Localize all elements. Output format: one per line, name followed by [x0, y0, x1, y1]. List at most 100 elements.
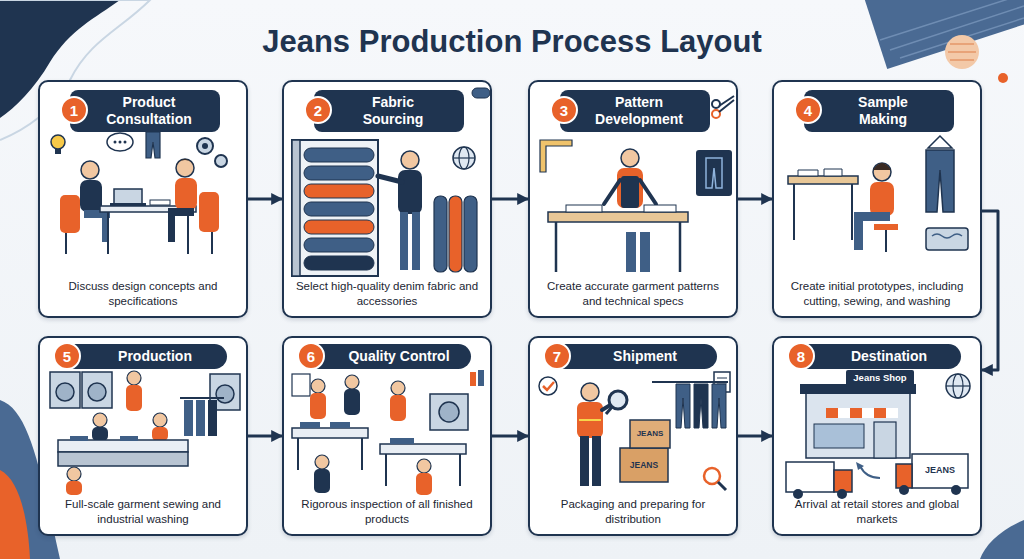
step-number: 7 — [553, 348, 561, 365]
quality-control-illustration — [459, 454, 461, 486]
quality-control-illustration — [344, 389, 360, 415]
step-number-badge: 1 — [60, 96, 88, 124]
quality-control-illustration — [478, 370, 484, 386]
denim-patch — [880, 0, 1024, 58]
quality-control-illustration — [297, 438, 299, 470]
shipment-illustration — [592, 436, 601, 486]
shipment-illustration — [581, 383, 599, 401]
quality-control-illustration — [470, 372, 476, 386]
step-number-badge: 2 — [304, 96, 332, 124]
destination-illustration — [912, 454, 968, 488]
shipment-illustration — [606, 407, 612, 414]
shipment-illustration — [676, 384, 690, 428]
production-illustration — [58, 452, 188, 466]
pattern-development-illustration — [548, 212, 688, 222]
sample-making-illustration — [851, 184, 853, 240]
quality-control-illustration — [390, 438, 414, 444]
step-description: Full-scale garment sewing and industrial… — [48, 497, 238, 526]
shipment-illustration — [543, 382, 554, 390]
pattern-development-illustration — [640, 232, 650, 272]
sample-making-illustration — [928, 136, 952, 148]
destination-illustration — [834, 470, 852, 492]
shipment-illustration — [630, 420, 670, 448]
sample-making-illustration — [873, 163, 891, 181]
quality-control-illustration — [390, 395, 406, 421]
sample-making-illustration — [854, 212, 890, 221]
pattern-development-illustration — [555, 222, 558, 272]
step-description: Select high-quality denim fabric and acc… — [292, 279, 482, 308]
destination-illustration — [862, 408, 874, 418]
pattern-development-illustration — [617, 168, 643, 208]
production-illustration — [50, 371, 240, 495]
consultation-illustration — [107, 133, 133, 151]
consultation-illustration — [168, 208, 175, 242]
pattern-development-illustration — [679, 222, 682, 272]
consultation-illustration — [150, 200, 170, 205]
fabric-sourcing-illustration — [472, 88, 490, 98]
consultation-illustration — [80, 180, 102, 212]
destination-illustration — [800, 384, 916, 394]
fabric-sourcing-illustration — [449, 196, 462, 272]
production-illustration — [184, 400, 193, 436]
process-card: Pattern DevelopmentCreate accurate garme… — [528, 80, 738, 318]
destination-illustration — [837, 489, 847, 499]
fabric-sourcing-illustration — [401, 151, 419, 169]
shipment-illustration — [577, 402, 603, 438]
consultation-illustration — [114, 189, 142, 205]
destination-illustration — [951, 485, 961, 495]
pattern-development-illustration — [621, 149, 639, 167]
destination-illustration — [874, 422, 896, 458]
step-title: Product Consultation — [70, 90, 220, 132]
shipment-illustration — [602, 404, 612, 410]
process-card: Fabric SourcingSelect high-quality denim… — [282, 80, 492, 318]
sample-making-illustration — [926, 150, 954, 212]
sample-making-illustration — [793, 184, 795, 240]
shipment-illustration — [539, 372, 730, 490]
destination-illustration — [838, 408, 850, 418]
corner-blob — [980, 520, 1024, 559]
denim-patch — [863, 0, 1024, 69]
step-title: Shipment — [553, 344, 717, 369]
step-number-badge: 3 — [550, 96, 578, 124]
production-illustration — [196, 400, 205, 436]
destination-illustration — [850, 408, 862, 418]
sample-making-illustration — [870, 182, 894, 216]
consultation-illustration — [107, 212, 109, 254]
consultation-illustration — [202, 143, 208, 149]
shipment-illustration — [718, 482, 726, 490]
denim-patch — [863, 0, 1024, 83]
step-description: Arrival at retail stores and global mark… — [782, 497, 972, 526]
process-card: Sample MakingCreate initial prototypes, … — [772, 80, 982, 318]
fabric-sourcing-illustration — [459, 147, 469, 169]
quality-control-illustration — [385, 454, 387, 486]
fabric-sourcing-illustration — [304, 166, 374, 180]
fabric-sourcing-illustration — [453, 157, 475, 158]
production-illustration — [82, 372, 112, 408]
consultation-illustration — [187, 212, 189, 254]
pattern-development-illustration — [566, 205, 602, 212]
consultation-illustration — [211, 232, 213, 254]
destination-illustration — [899, 485, 909, 495]
destination-illustration — [856, 462, 864, 470]
quality-control-illustration — [361, 438, 363, 470]
diagram-title: Jeans Production Process Layout — [0, 24, 1024, 60]
production-illustration — [180, 397, 224, 399]
step-description: Discuss design concepts and specificatio… — [48, 279, 238, 308]
destination-illustration — [786, 370, 970, 499]
quality-control-illustration — [292, 370, 484, 495]
quality-control-illustration — [330, 422, 350, 428]
fabric-sourcing-illustration — [453, 147, 475, 169]
production-illustration — [216, 385, 234, 403]
destination-illustration — [826, 408, 838, 418]
consultation-illustration — [102, 210, 109, 242]
production-illustration — [50, 372, 80, 408]
destination-illustration — [946, 374, 970, 398]
fabric-sourcing-illustration — [434, 196, 447, 272]
denim-patch — [998, 73, 1008, 83]
consultation-illustration — [110, 203, 146, 206]
flow-arrow — [492, 198, 528, 201]
consultation-illustration — [65, 233, 67, 254]
fabric-sourcing-illustration — [292, 140, 378, 276]
production-illustration — [120, 436, 138, 441]
quality-control-illustration — [439, 402, 459, 422]
